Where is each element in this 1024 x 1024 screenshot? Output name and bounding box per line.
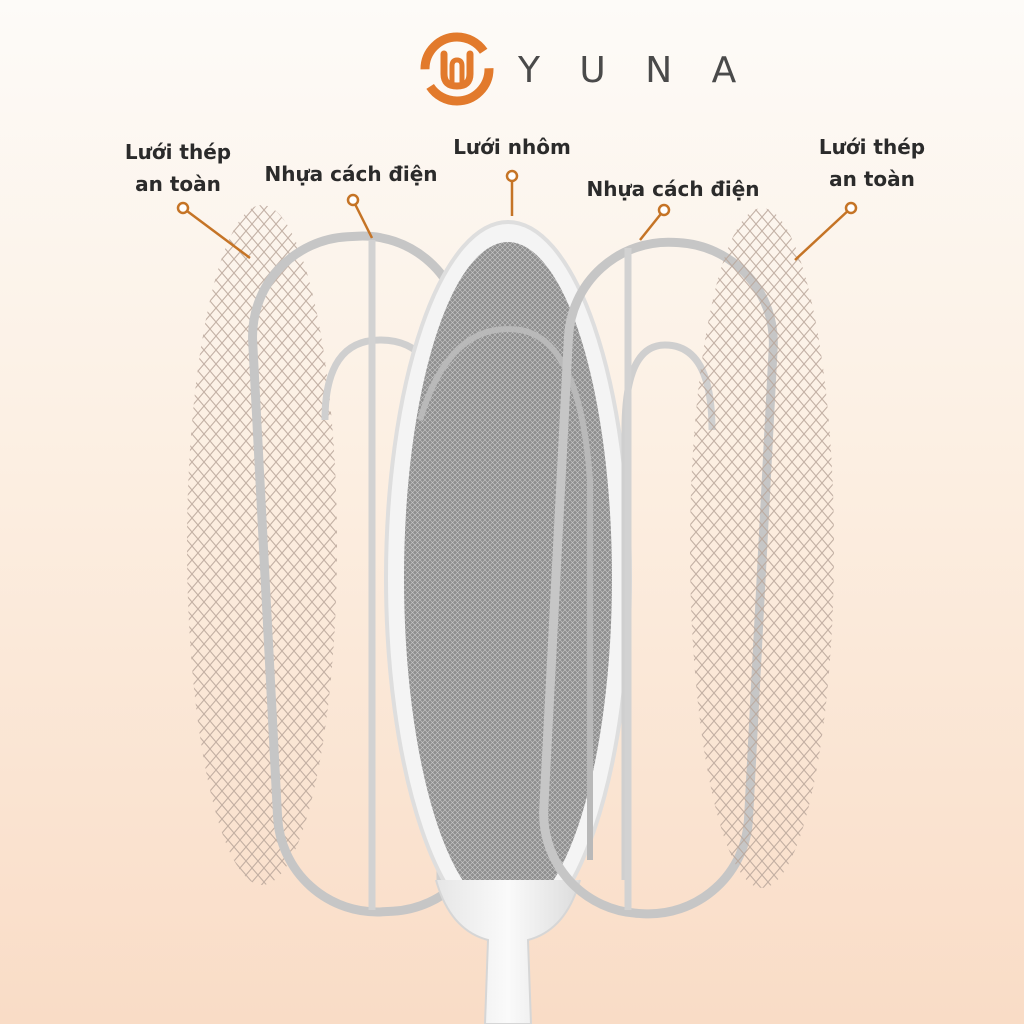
callout-left-plastic: Nhựa cách điện — [264, 162, 438, 186]
brand-logo-icon — [420, 32, 494, 106]
callout-right-steel-line2: an toàn — [829, 167, 915, 191]
callout-right-plastic: Nhựa cách điện — [586, 177, 760, 201]
callout-left-steel-line1: Lưới thép — [124, 140, 232, 164]
callout-left-steel-mesh: Lưới thép an toàn — [118, 136, 238, 200]
aluminium-mesh — [404, 242, 612, 914]
callout-leaders — [176, 169, 858, 261]
callout-right-steel-mesh: Lưới thép an toàn — [812, 131, 932, 195]
central-racket — [384, 220, 632, 1024]
racket-handle — [435, 879, 581, 1024]
brand-wordmark: Y U N A — [518, 50, 751, 91]
callout-left-steel-line2: an toàn — [135, 172, 221, 196]
callout-right-steel-line1: Lưới thép — [818, 135, 926, 159]
right-steel-mesh — [690, 208, 834, 888]
callout-aluminium-mesh: Lưới nhôm — [453, 135, 571, 159]
